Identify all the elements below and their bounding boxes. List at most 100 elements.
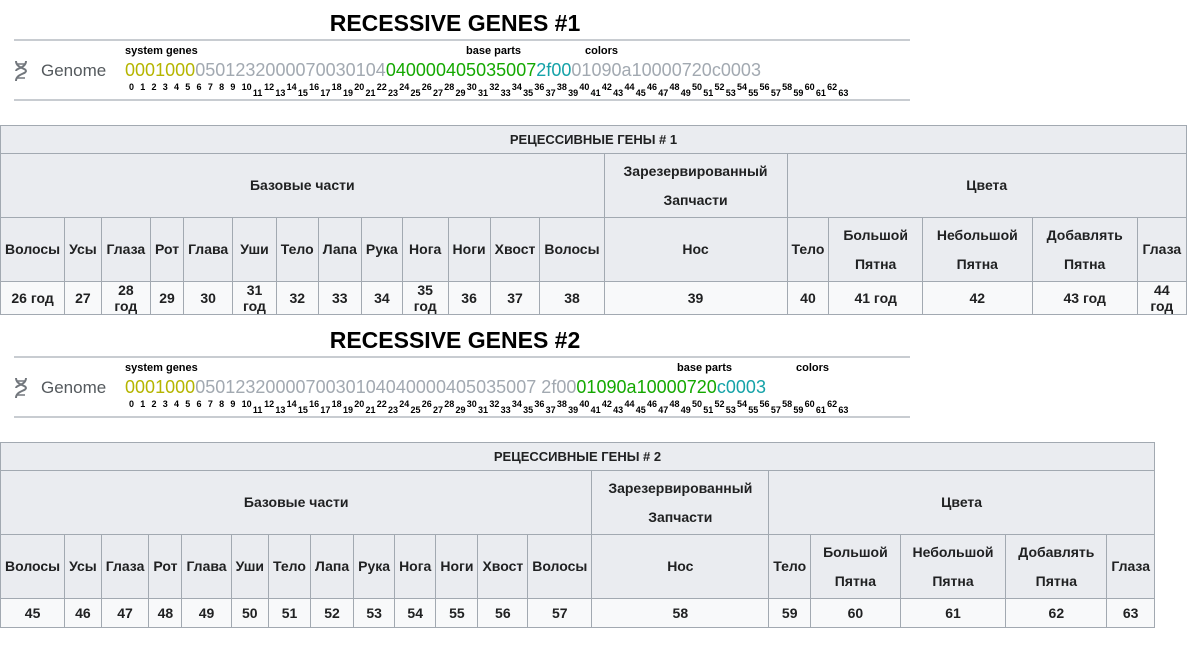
table-cell: 42 (921, 281, 1033, 315)
table-cell: 57 (527, 598, 593, 628)
table-cell: 61 (899, 598, 1007, 628)
genome-index: 26 (421, 399, 432, 409)
genome-index: 2 (151, 82, 157, 92)
table-cell: 49 (181, 598, 232, 628)
genome-index: 38 (556, 399, 567, 409)
genome-index: 6 (196, 82, 202, 92)
genome-segment: 0501232000070030104040000405035007 2f00 (195, 377, 577, 397)
group-header-reserved: Зарезервированный Запчасти (591, 470, 770, 535)
divider (14, 416, 910, 418)
column-header: Большой Пятна (810, 534, 901, 599)
base-parts-label: base parts (677, 362, 733, 374)
column-header: Ноги (435, 534, 479, 599)
table-cell: 60 (810, 598, 901, 628)
genome-index: 48 (669, 399, 680, 409)
column-header: Усы (64, 217, 102, 282)
genome-index: 29 (455, 405, 466, 415)
genome-index: 27 (433, 405, 444, 415)
genome-index: 23 (387, 88, 398, 98)
genome-index: 41 (590, 405, 601, 415)
genome-index: 13 (275, 88, 286, 98)
table-cell: 44 год (1136, 281, 1188, 315)
genome-index: 44 (624, 82, 635, 92)
genes-table: РЕЦЕССИВНЫЕ ГЕНЫ # 2 Базовые части Зарез… (0, 442, 1155, 628)
genome-index: 20 (354, 82, 365, 92)
genome-index: 57 (770, 405, 781, 415)
column-header: Тело (768, 534, 812, 599)
colors-label: colors (585, 45, 619, 57)
genome-index: 8 (219, 399, 225, 409)
divider (14, 356, 910, 358)
genome-index: 10 (241, 82, 252, 92)
table-cell: 33 (317, 281, 362, 315)
table-cell: 28 год (100, 281, 152, 315)
genome-index: 12 (264, 399, 275, 409)
genome-segment-colors: 2f00 (536, 60, 572, 80)
column-header: Уши (230, 534, 270, 599)
genome-index: 23 (387, 405, 398, 415)
genome-index: 34 (511, 399, 522, 409)
genome-index: 25 (410, 88, 421, 98)
column-header: Глаза (100, 217, 152, 282)
section-title: RECESSIVE GENES #2 (329, 327, 581, 353)
column-header: Тело (786, 217, 830, 282)
column-header: Рот (149, 217, 185, 282)
genome-index: 34 (511, 82, 522, 92)
table-cell: 34 (360, 281, 403, 315)
genome-index: 1 (140, 82, 146, 92)
divider (14, 39, 910, 41)
genome-index: 25 (410, 405, 421, 415)
genome-index: 61 (815, 405, 826, 415)
genome-string: 0001000050123200007003010404000040503500… (125, 60, 761, 81)
genome-index: 24 (399, 82, 410, 92)
column-header: Волосы (0, 534, 66, 599)
genome-index: 49 (680, 88, 691, 98)
column-header: Волосы (0, 217, 66, 282)
genome-segment-colors: c0003 (716, 377, 766, 397)
genome-index: 39 (568, 88, 579, 98)
genome-index: 52 (714, 82, 725, 92)
column-header: Рот (148, 534, 183, 599)
column-header: Небольшой Пятна (921, 217, 1033, 282)
table-cell: 48 (148, 598, 183, 628)
genome-index: 3 (162, 82, 168, 92)
genome-index: 59 (793, 88, 804, 98)
genome-index: 26 (421, 82, 432, 92)
genome-index: 38 (556, 82, 567, 92)
genome-segment-base: 040000405035007 (385, 60, 537, 80)
genome-index: 28 (444, 399, 455, 409)
genome-index: 47 (658, 88, 669, 98)
column-header: Глаза (1136, 217, 1188, 282)
genome-index: 46 (646, 399, 657, 409)
genome-index: 17 (320, 88, 331, 98)
genome-index: 43 (613, 88, 624, 98)
column-header: Хвост (477, 534, 529, 599)
table-cell: 56 (477, 598, 529, 628)
table-cell: 39 (603, 281, 788, 315)
genome-index: 58 (782, 399, 793, 409)
genome-index: 32 (489, 82, 500, 92)
section-title: RECESSIVE GENES #1 (329, 10, 581, 36)
genome-index: 7 (207, 82, 213, 92)
genome-index: 60 (804, 82, 815, 92)
genome-index: 47 (658, 405, 669, 415)
genome-index: 22 (376, 399, 387, 409)
genome-index: 57 (770, 88, 781, 98)
genome-index: 12 (264, 82, 275, 92)
genome-index: 5 (185, 82, 191, 92)
column-header: Лапа (317, 217, 362, 282)
genome-index: 45 (635, 405, 646, 415)
table-cell: 58 (591, 598, 770, 628)
genome-index: 41 (590, 88, 601, 98)
genome-index: 42 (601, 82, 612, 92)
table-cell: 40 (786, 281, 830, 315)
genome-index: 43 (613, 405, 624, 415)
genome-index: 5 (185, 399, 191, 409)
group-header-base: Базовые части (0, 153, 605, 218)
table-cell: 52 (309, 598, 355, 628)
genome-index: 35 (523, 405, 534, 415)
genome-index: 36 (534, 82, 545, 92)
genome-index: 2 (151, 399, 157, 409)
